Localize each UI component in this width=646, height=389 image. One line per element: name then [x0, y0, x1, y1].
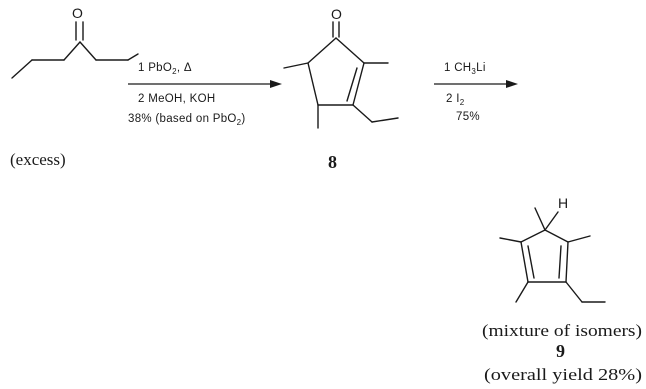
ring-bond-c1-c2-double: [558, 245, 562, 279]
ethyl-c3-a: [352, 104, 373, 123]
intermediate-cyclopentenone-8: O 8: [283, 6, 399, 172]
ring-bond-c1-c2: [335, 37, 365, 64]
methyl-c4: [499, 237, 522, 243]
step1-condition-line1: 1 PbO2, Δ: [138, 62, 192, 76]
step1-condition-line2: 2 MeOH, KOH: [138, 93, 215, 105]
compound-number-9: 9: [556, 341, 565, 361]
starting-material-pentanone: O (excess): [10, 5, 139, 169]
overall-yield-note: (overall yield 28%): [484, 365, 642, 384]
methyl-c5: [283, 62, 309, 69]
oxygen-atom-label: O: [72, 5, 83, 21]
methyl-c3: [515, 281, 529, 303]
ring-bond-c4-c5: [520, 229, 546, 243]
methyl-c5: [534, 207, 546, 231]
reaction-arrow-step1: 1 PbO2, Δ 2 MeOH, KOH 38% (based on PbO2…: [128, 62, 282, 127]
ring-bond-c3-c4-double: [527, 245, 535, 279]
methyl-c1: [567, 235, 591, 243]
arrow-1-head: [270, 80, 282, 88]
compound-number-8: 8: [328, 152, 337, 172]
ring-bond-c1-c2: [565, 241, 569, 283]
bond-carbonyl-left: [63, 41, 81, 61]
step2-condition-line2: 2 I2: [446, 93, 465, 107]
step2-condition-line3: 75%: [456, 111, 480, 123]
ethyl-c3-b: [371, 117, 399, 123]
step1-condition-line3: 38% (based on PbO2): [128, 113, 246, 127]
excess-note: (excess): [10, 150, 66, 169]
oxygen-atom-label: O: [331, 6, 342, 22]
ring-bond-c5-c1: [307, 37, 337, 64]
hydrogen-atom-label: H: [558, 195, 568, 211]
ethyl-c2-a: [565, 281, 583, 303]
ring-bond-c3-c4: [520, 241, 529, 283]
ring-bond-c4-c5: [307, 62, 319, 106]
bond-carbonyl-right: [79, 41, 97, 61]
bond-ethyl-right-end: [127, 53, 139, 61]
product-cyclopentadiene-9: H (mixture of isomers) 9 (overall yield …: [482, 195, 642, 384]
ring-bond-c2-c3: [352, 62, 365, 106]
reaction-arrow-step2: 1 CH3Li 2 I2 75%: [434, 62, 518, 123]
mixture-of-isomers-note: (mixture of isomers): [482, 321, 642, 340]
step2-condition-line1: 1 CH3Li: [444, 62, 486, 76]
bond-ethyl-left: [11, 59, 33, 79]
ring-bond-c5-c1: [544, 229, 569, 243]
ring-bond-c2-c3-double: [346, 67, 358, 102]
arrow-2-head: [506, 80, 518, 88]
hydrogen-bond-c5: [544, 211, 559, 231]
